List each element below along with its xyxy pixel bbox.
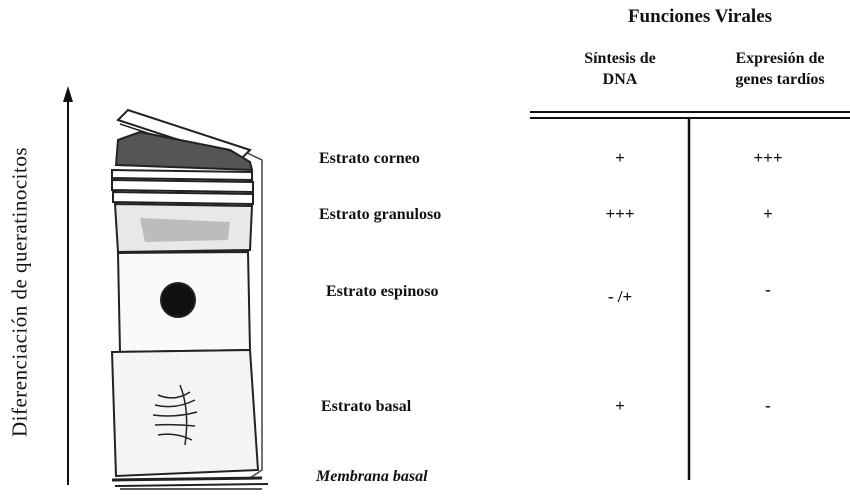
late-value: -	[718, 280, 818, 300]
layer-label: Estrato corneo	[319, 150, 420, 168]
table-title: Funciones Virales	[560, 6, 840, 28]
stratum-spinosum-cell	[118, 252, 250, 352]
late-value: +++	[718, 148, 818, 168]
dna-value: - /+	[570, 287, 670, 307]
layer-label: Estrato basal	[321, 398, 411, 416]
layer-label: Estrato espinoso	[326, 283, 438, 301]
dna-value: +	[570, 396, 670, 416]
stratum-corneum-cell	[112, 132, 253, 204]
layer-label: Estrato granuloso	[319, 206, 441, 224]
column-header-dna-synthesis: Síntesis de DNA	[560, 48, 680, 90]
column-header-late-line2: genes tardíos	[710, 69, 850, 90]
late-value: +	[718, 204, 818, 224]
column-header-late-line1: Expresión de	[710, 48, 850, 69]
column-header-dna-line2: DNA	[560, 69, 680, 90]
dna-value: +++	[570, 204, 670, 224]
dna-value: +	[570, 148, 670, 168]
stratum-basale-cell	[112, 350, 258, 476]
cell-column-drawing	[112, 110, 268, 489]
column-header-dna-line1: Síntesis de	[560, 48, 680, 69]
basement-membrane-drawing	[112, 478, 268, 489]
stratum-granulosum-cell	[115, 204, 252, 252]
column-header-late-genes: Expresión de genes tardíos	[710, 48, 850, 90]
late-value: -	[718, 396, 818, 416]
differentiation-arrow	[63, 86, 73, 485]
basement-membrane-label: Membrana basal	[316, 468, 428, 486]
